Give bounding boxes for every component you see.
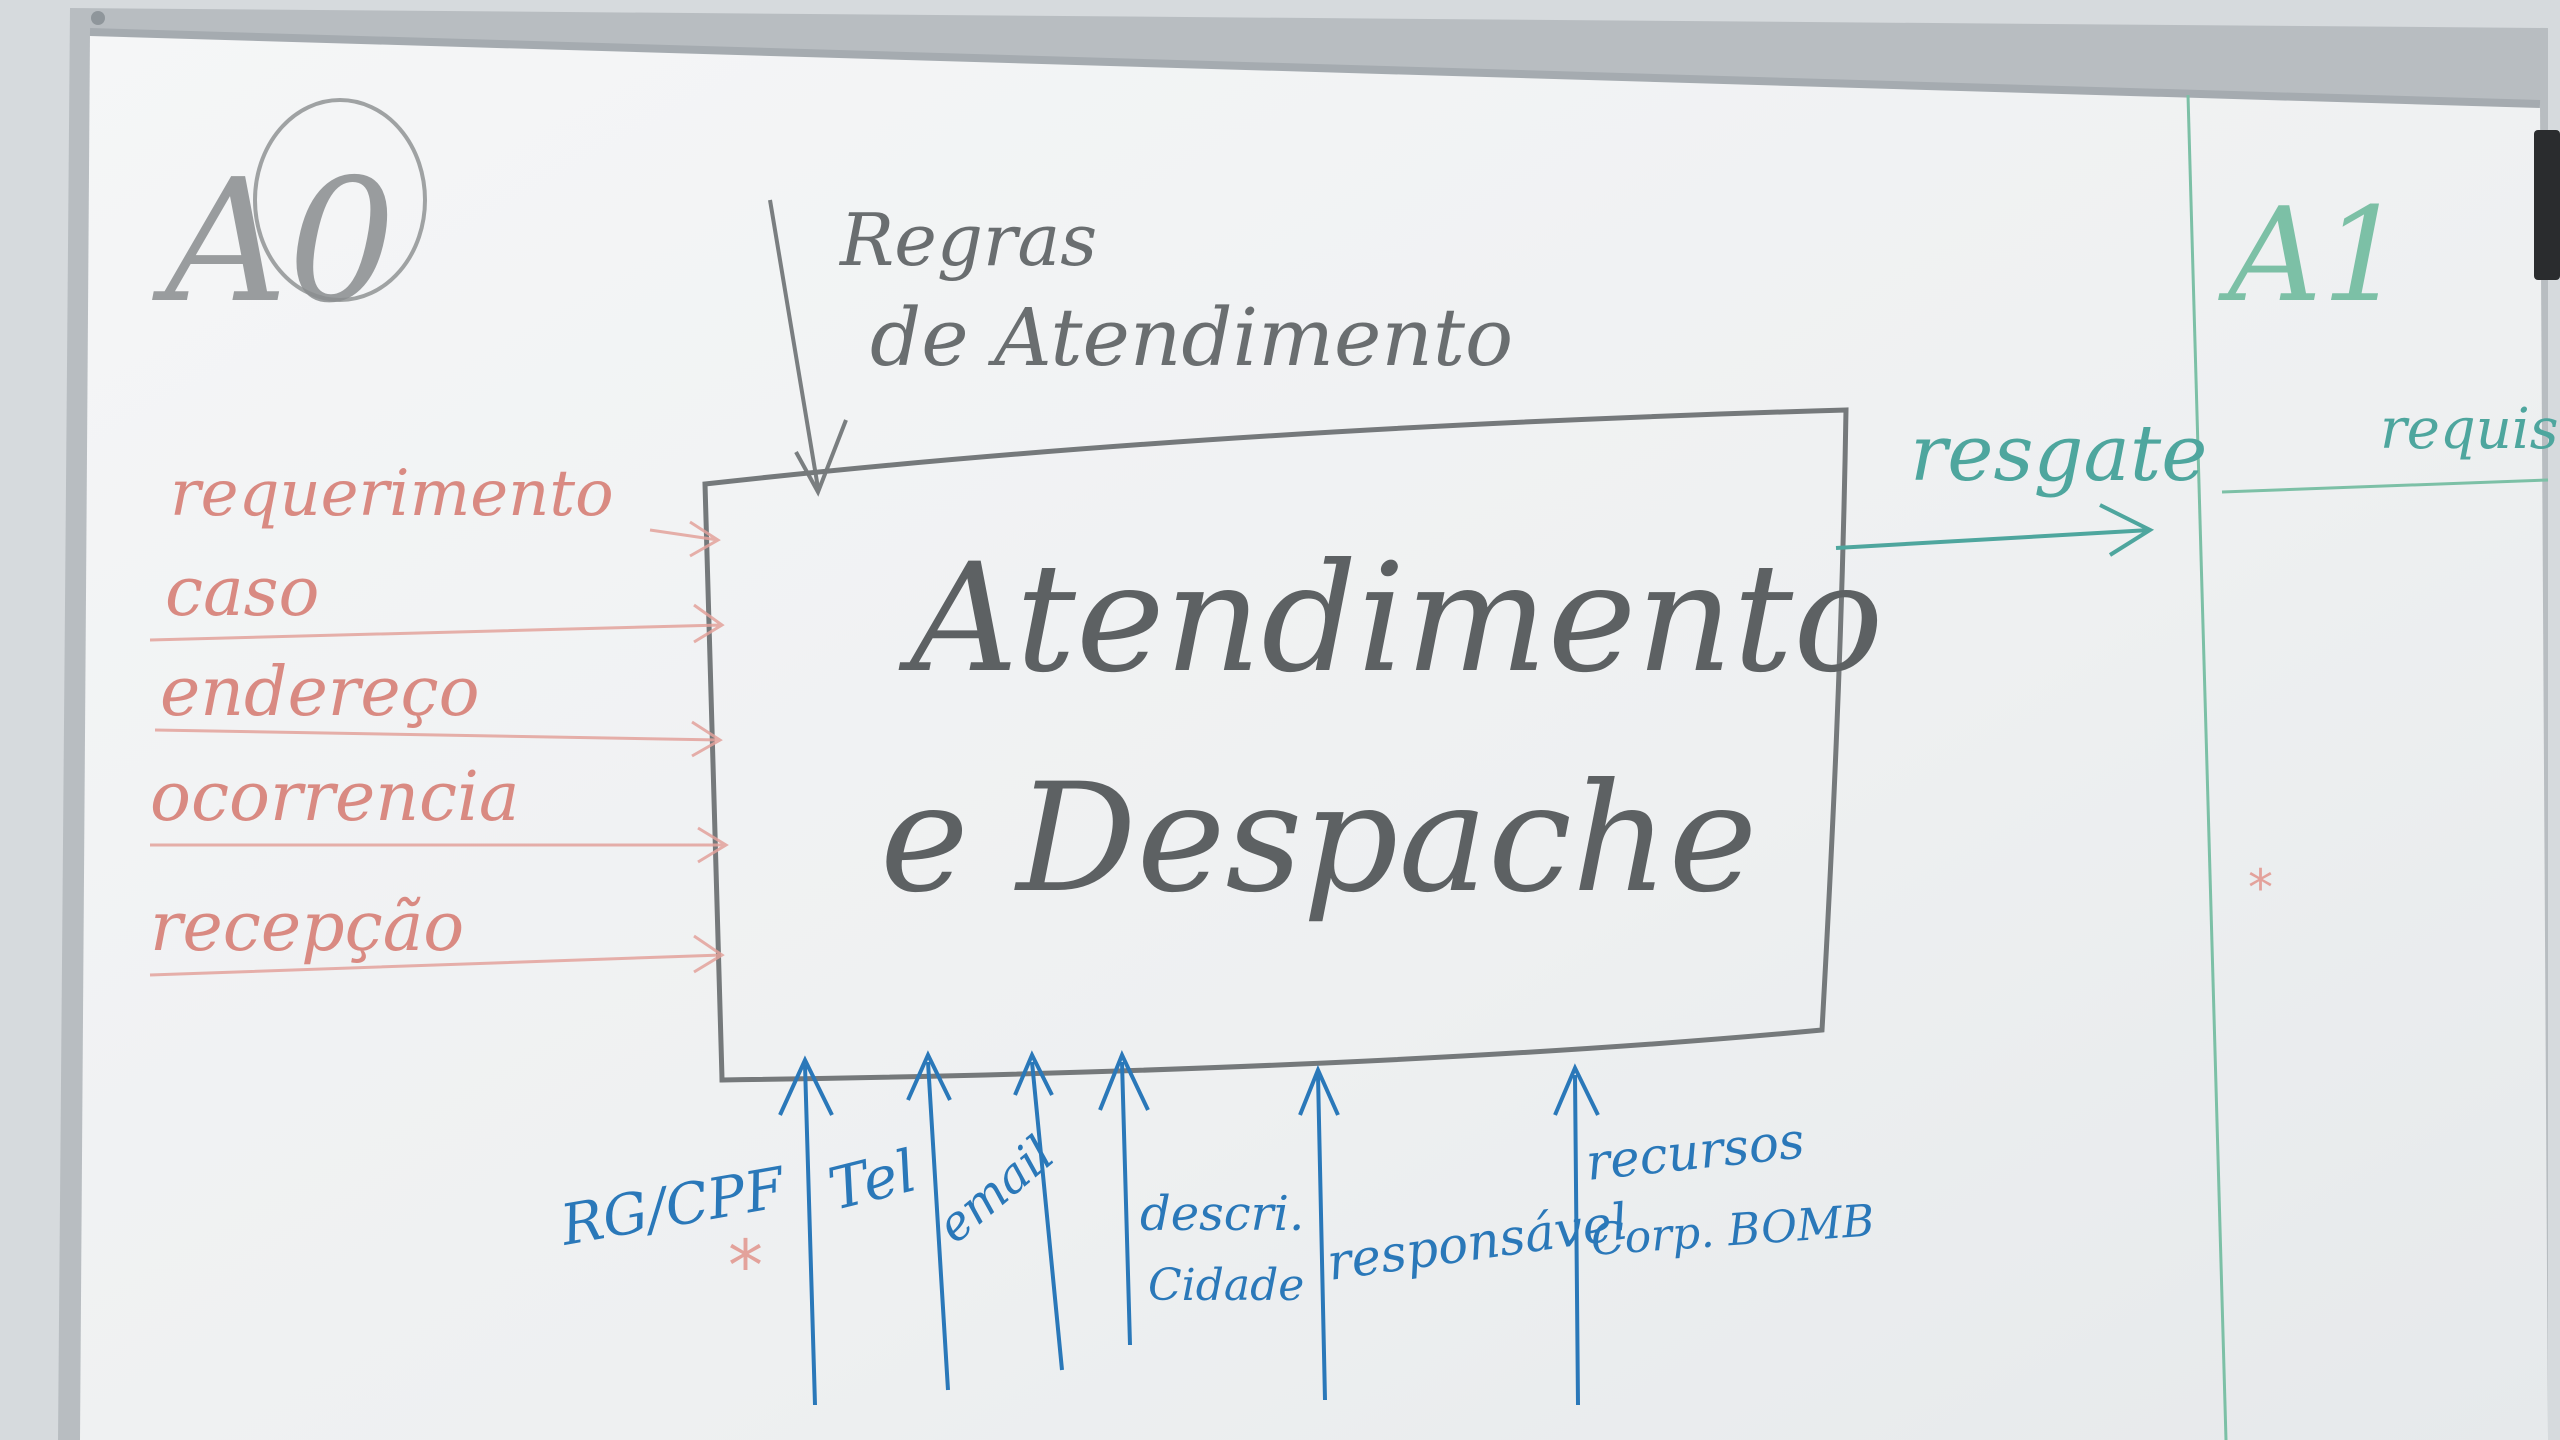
- asterisk-mark-right: *: [2248, 859, 2273, 917]
- board-surface: [80, 32, 2548, 1440]
- mechanism-label-4b: Cidade: [1148, 1260, 1304, 1311]
- input-arrow-4: [150, 826, 729, 864]
- section-label-a0: A0: [152, 98, 427, 341]
- right-partial-label: requisiçã: [2380, 397, 2560, 462]
- process-title-line-2: e Despache: [880, 752, 1757, 926]
- input-label-3: endereço: [160, 653, 480, 732]
- input-arrow-1: [649, 520, 721, 558]
- right-section-line: [2221, 478, 2549, 494]
- control-label-line-2: de Atendimento: [870, 291, 1513, 384]
- mechanism-arrows: [778, 1049, 1600, 1406]
- control-label-line-1: Regras: [838, 198, 1097, 282]
- mechanism-arrow-1: [778, 1055, 834, 1406]
- frame-screw: [91, 11, 105, 25]
- input-arrow-5: [149, 934, 725, 977]
- asterisk-mark-left: *: [728, 1225, 763, 1307]
- section-label-a0-circle: [253, 98, 427, 302]
- input-arrow-2: [149, 603, 725, 644]
- input-label-2: caso: [165, 553, 319, 632]
- input-arrows: [149, 520, 729, 977]
- input-arrow-3: [154, 720, 723, 758]
- section-label-a1: A1: [2218, 179, 2405, 331]
- process-box: [702, 407, 1849, 1083]
- marker-tray-edge: [2534, 130, 2560, 280]
- input-label-4: ocorrencia: [150, 758, 519, 837]
- mechanism-arrow-2: [906, 1050, 952, 1391]
- mechanism-arrow-4: [1098, 1049, 1150, 1346]
- process-title-line-1: Atendimento: [898, 532, 1884, 706]
- input-label-1: requerimento: [170, 457, 614, 531]
- mechanism-label-4a: descri.: [1140, 1186, 1304, 1242]
- mechanism-arrow-5: [1298, 1064, 1340, 1401]
- board-top-rail: [89, 28, 2541, 108]
- input-label-5: recepção: [150, 888, 464, 967]
- mechanism-arrow-6: [1553, 1063, 1600, 1406]
- control-arrow: [768, 199, 848, 497]
- output-label: resgate: [1910, 409, 2207, 499]
- mechanism-arrow-3: [1013, 1050, 1064, 1371]
- section-label-a0-text: A0: [152, 143, 396, 341]
- output-arrow: [1835, 503, 2155, 557]
- inputs-group: requerimento caso endereço ocorrencia re…: [150, 457, 614, 967]
